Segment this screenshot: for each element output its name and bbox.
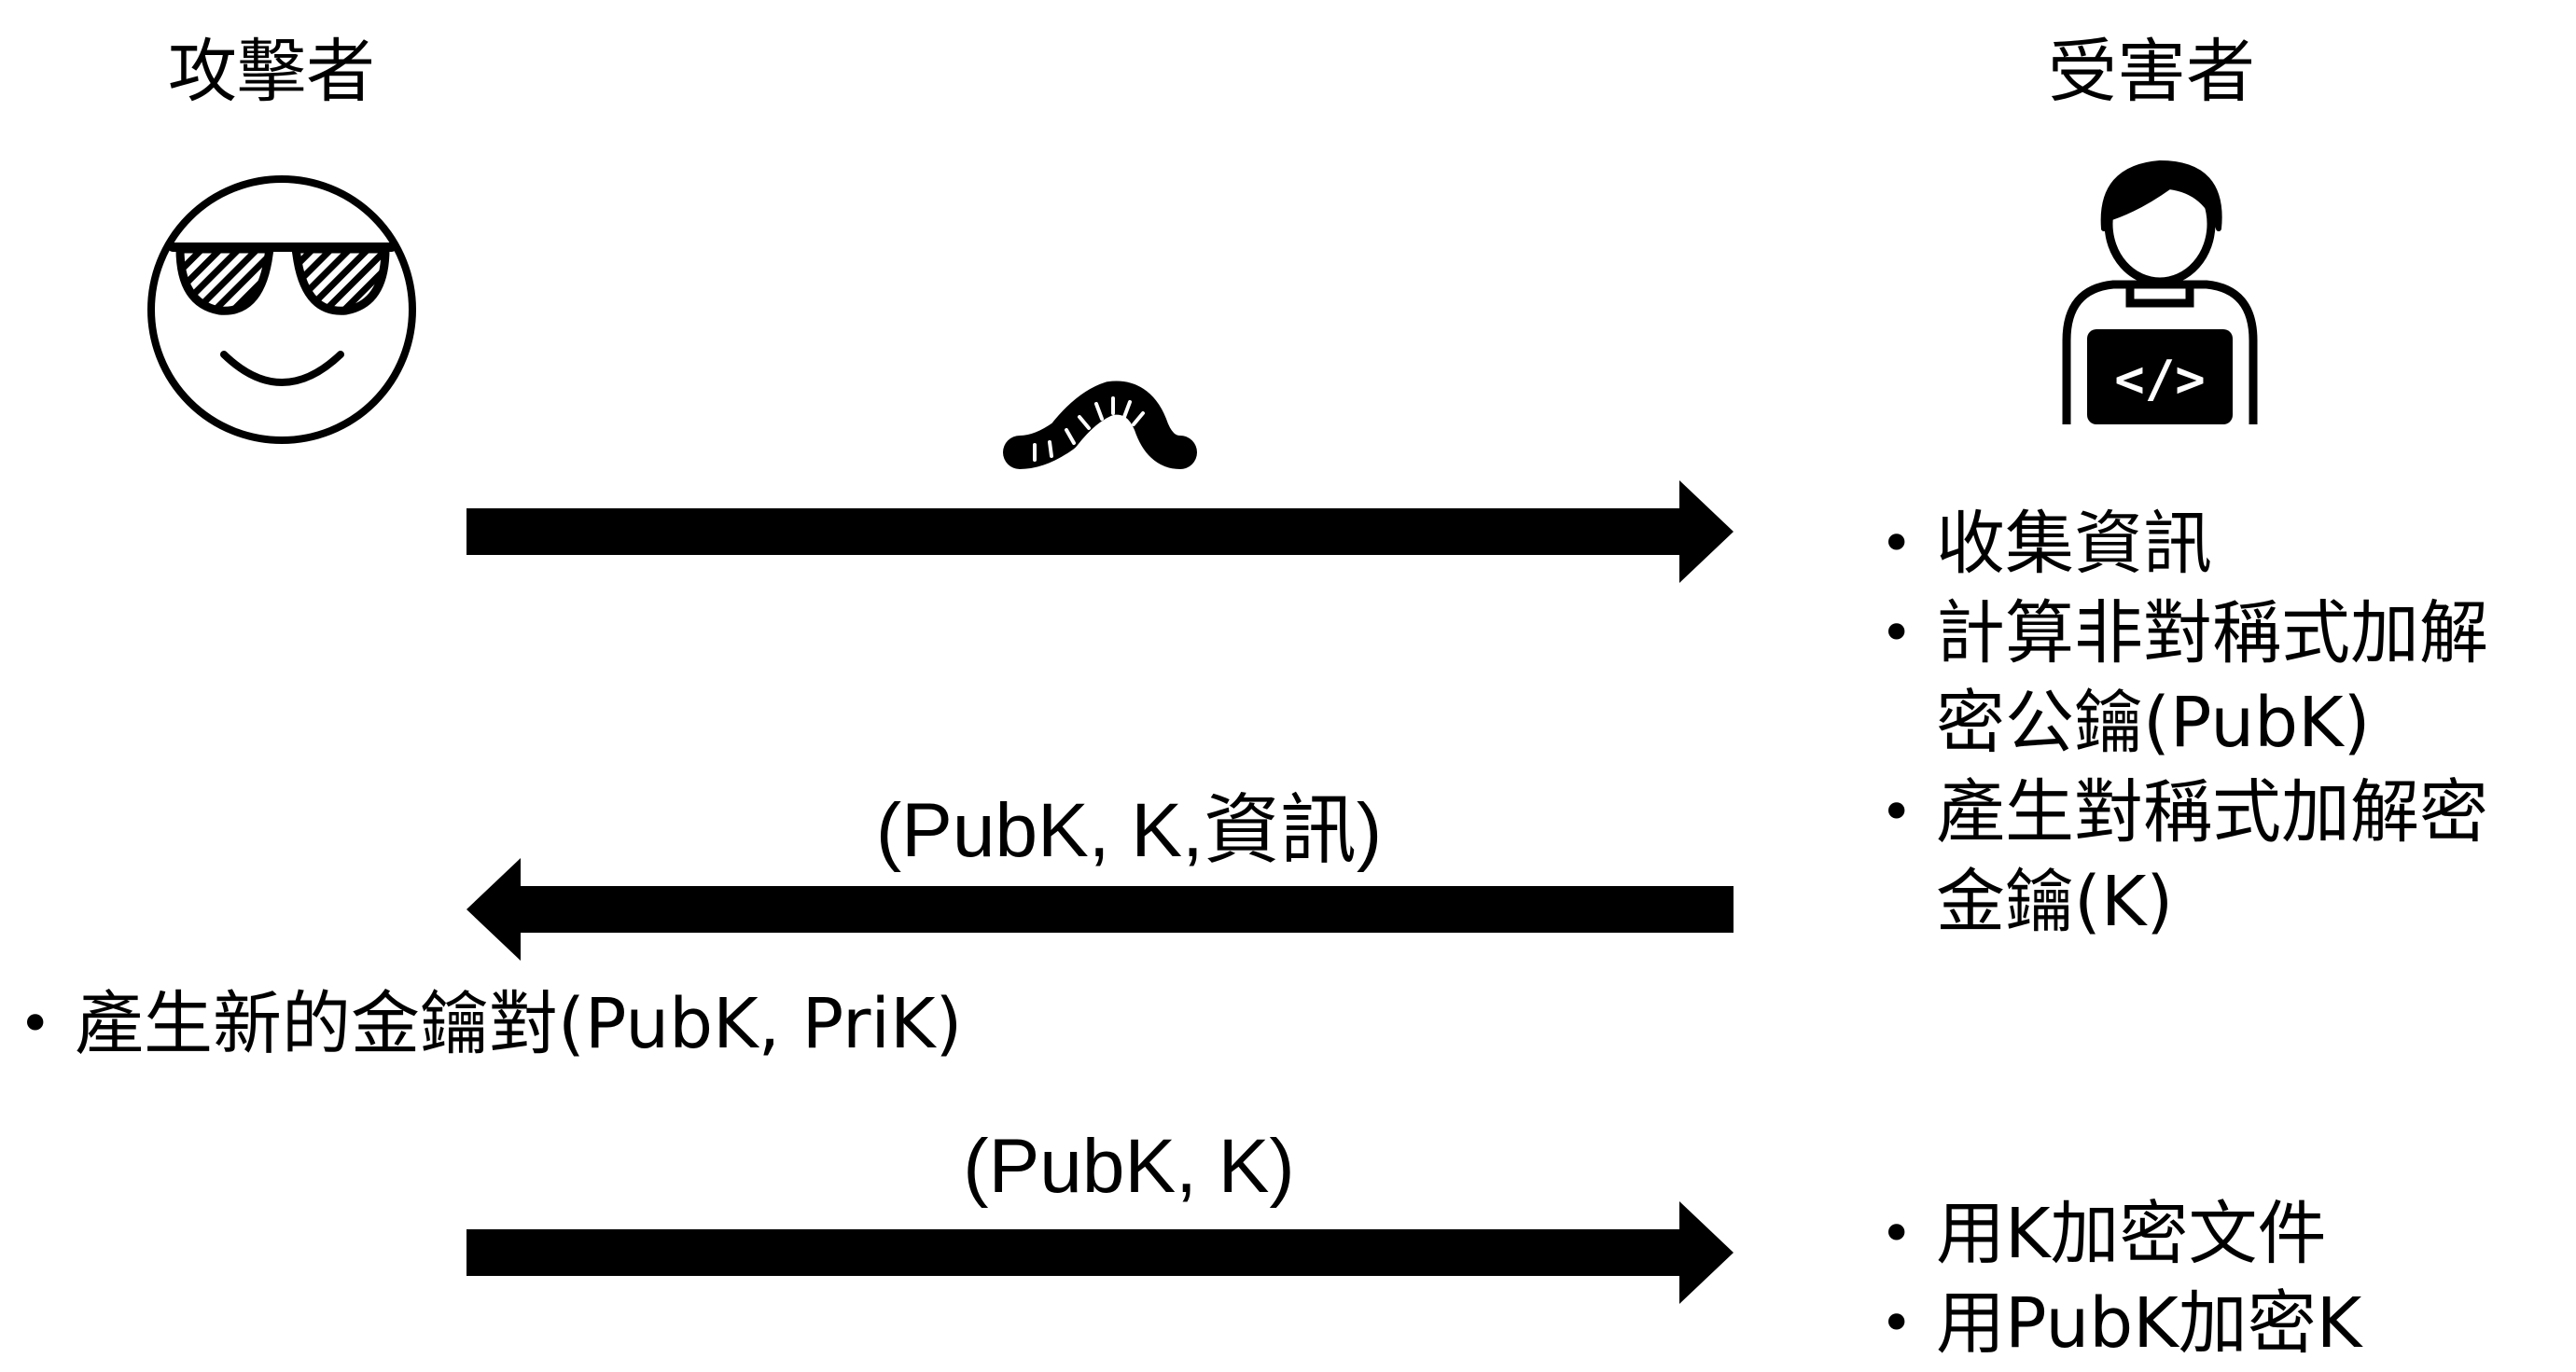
list-item: • 產生對稱式加解密 金鑰(K)	[1880, 772, 2488, 942]
message-arrow-left	[466, 858, 1734, 961]
sunglasses-face-icon	[147, 175, 416, 444]
svg-text:</>: </>	[2114, 350, 2206, 409]
worm-icon	[1003, 381, 1197, 469]
victim-label: 受害者	[2048, 32, 2255, 112]
list-item: • 收集資訊	[1880, 504, 2212, 584]
list-item: • 產生新的金鑰對(PubK, PriK)	[19, 984, 963, 1064]
attacker-steps-list: • 產生新的金鑰對(PubK, PriK)	[9, 979, 962, 1069]
attacker-label: 攻擊者	[168, 32, 375, 112]
message-arrow-right	[466, 1201, 1734, 1304]
message-label: (PubK, K,資訊)	[875, 788, 1383, 873]
list-item: • 用PubK加密K	[1880, 1283, 2362, 1364]
laptop-user-icon: </>	[2062, 160, 2258, 424]
victim-steps-list: • 收集資訊 • 計算非對稱式加解 密公鑰(PubK) • 產生對稱式加解密 金…	[1871, 499, 2488, 947]
message-arrow-right	[466, 480, 1734, 583]
message-label: (PubK, K)	[963, 1124, 1295, 1209]
victim-encrypt-steps-list: • 用K加密文件 • 用PubK加密K	[1871, 1189, 2361, 1368]
list-item: • 用K加密文件	[1880, 1194, 2327, 1274]
list-item: • 計算非對稱式加解 密公鑰(PubK)	[1880, 593, 2488, 763]
